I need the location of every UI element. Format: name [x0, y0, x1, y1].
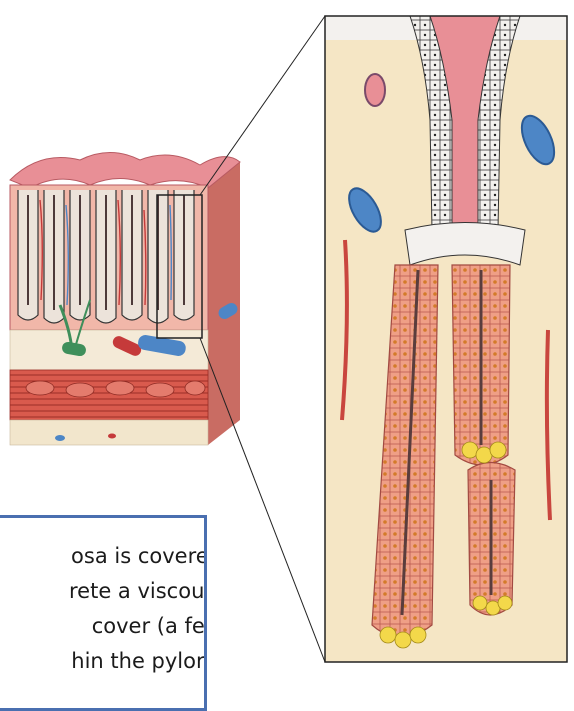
zoom-region-marker	[156, 194, 203, 339]
gastric-pit-lumen	[430, 16, 500, 225]
serosa-vessel-blue	[55, 435, 65, 441]
caption-line-2: rete a viscous,	[69, 579, 207, 603]
zoom-panel	[325, 16, 567, 662]
caption-line-3: cover (a few	[91, 614, 205, 638]
artery-vessel	[112, 336, 142, 356]
caption-line-1: osa is covered	[71, 544, 207, 568]
mucosal-surface	[9, 152, 241, 189]
gland-lumen-left	[400, 269, 420, 616]
zoom-connector-bottom	[199, 337, 326, 663]
caption-line-4: hin the pyloric	[71, 649, 207, 673]
block-side-face	[208, 162, 240, 445]
chief-cells	[379, 441, 513, 649]
capillary-blue-left	[348, 187, 382, 233]
smooth-muscle-fiber-right	[544, 329, 552, 521]
side-vein	[218, 303, 238, 319]
smooth-muscle-fiber-left	[340, 239, 349, 421]
zoom-panel-frame	[324, 15, 568, 663]
stomach-mucosa-illustration	[9, 15, 568, 663]
serosa-layer	[9, 419, 209, 446]
gastric-pits	[17, 190, 195, 324]
capillary-pink	[364, 73, 386, 107]
isthmus	[404, 222, 526, 266]
zoom-connector-top	[199, 15, 326, 196]
nerve-bundle	[62, 341, 86, 357]
vein-vessel	[138, 335, 186, 356]
muscle-fascicles	[25, 380, 206, 398]
pit-lumens	[27, 195, 185, 310]
capillary-blue-right	[520, 114, 556, 166]
serosa-vessel-red	[108, 433, 116, 439]
tissue-block	[9, 152, 241, 446]
capillaries	[39, 199, 173, 306]
caption-box: osa is covered rete a viscous, cover (a …	[0, 515, 207, 711]
